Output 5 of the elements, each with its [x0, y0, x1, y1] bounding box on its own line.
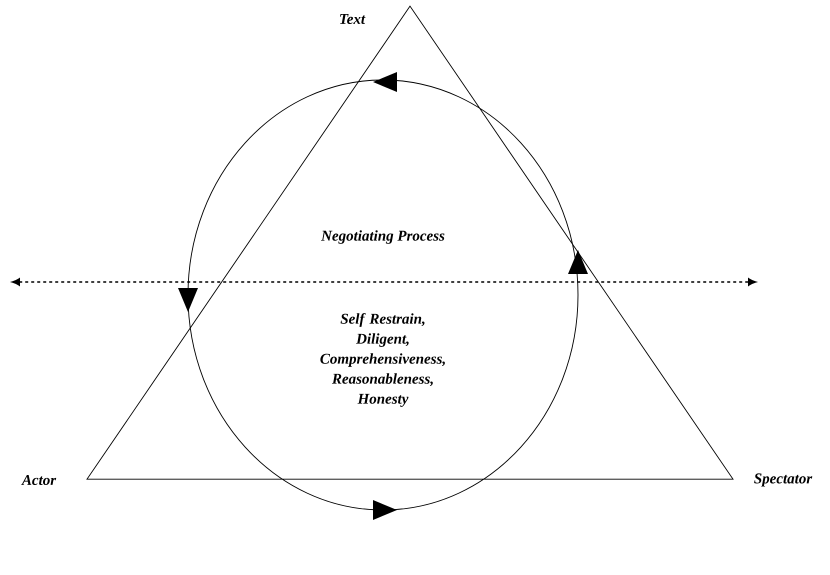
vertex-label: Text	[338, 13, 366, 25]
vertex-label: Spectator	[752, 472, 814, 488]
vertex-label: Actor	[20, 474, 58, 486]
process-title: Negotiating Process	[321, 230, 444, 244]
quality-list: Self Restrain, Diligent, Comprehensiveness, Reasonableness, Honesty	[320, 313, 445, 407]
